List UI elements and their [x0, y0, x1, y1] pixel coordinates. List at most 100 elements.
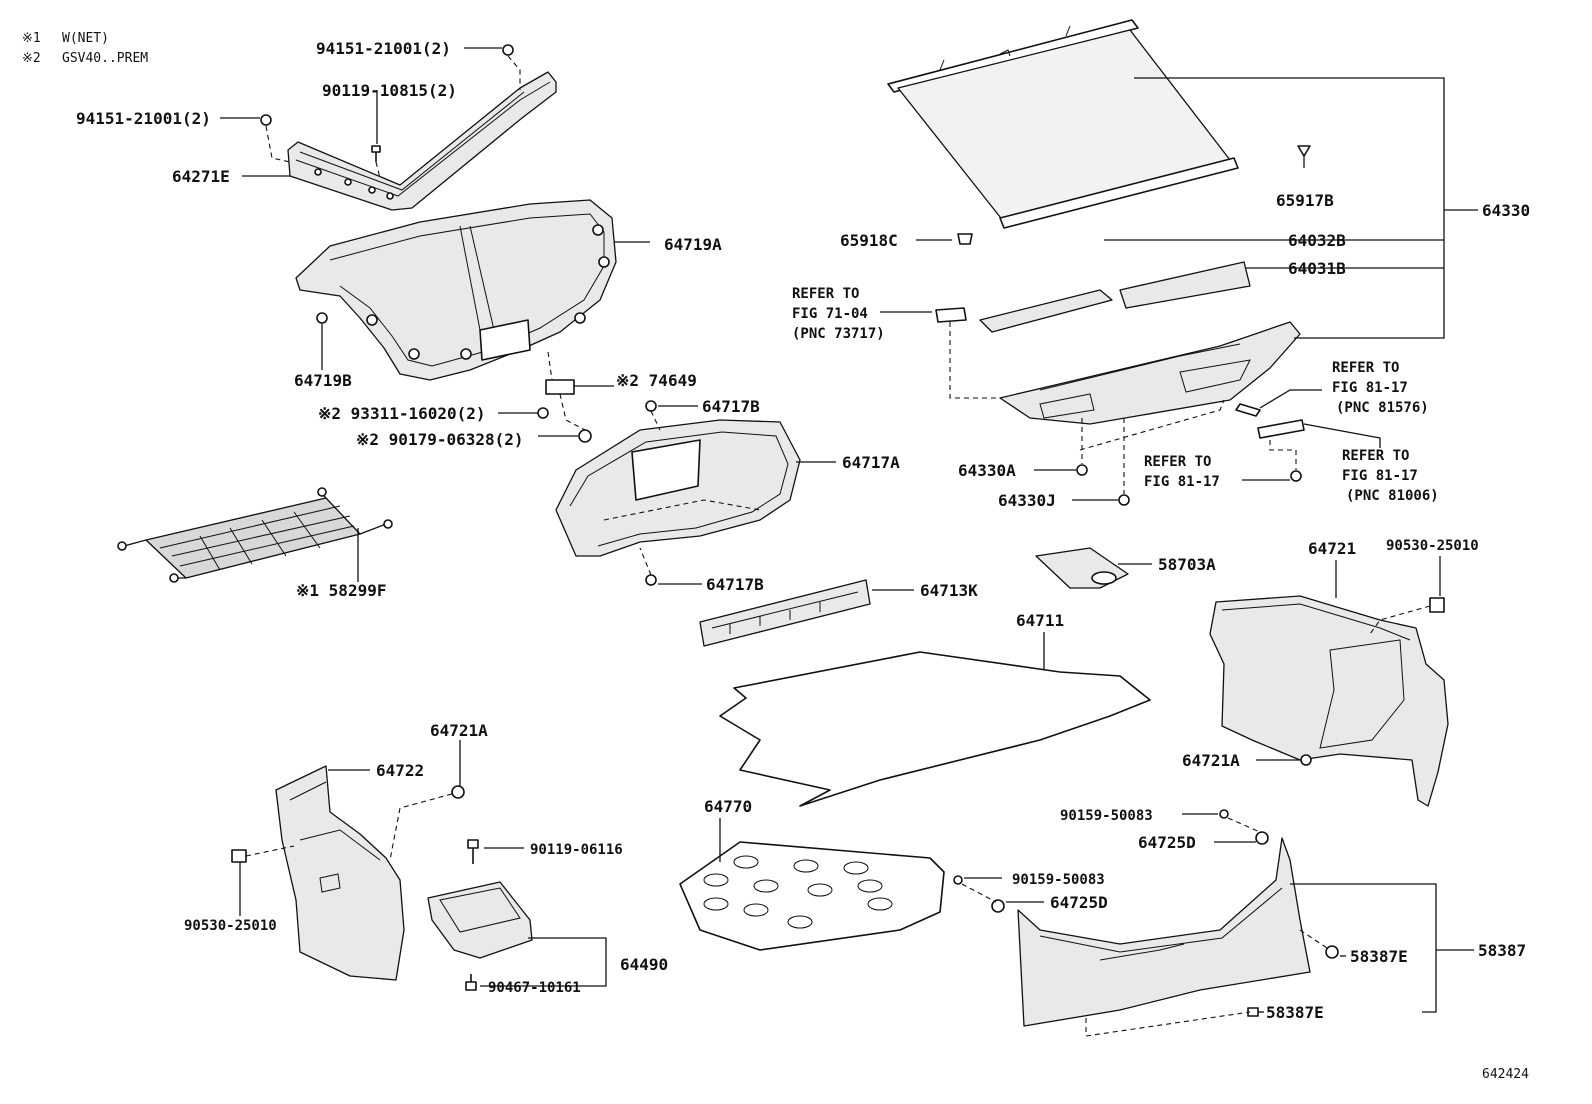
- label-64032b: 64032B: [1288, 231, 1346, 250]
- label-90119-10815: 90119-10815(2): [322, 81, 457, 100]
- note-1-text: W(NET): [62, 31, 109, 46]
- clip-icon: [645, 574, 657, 586]
- refer-note-4-line-1: REFER TO: [1342, 448, 1409, 464]
- label-64031b: 64031B: [1288, 259, 1346, 278]
- refer-note-2: REFER TO FIG 81-17 (PNC 81576): [1332, 360, 1429, 416]
- label-64713k: 64713K: [920, 581, 978, 600]
- refer-note-1-line-1: REFER TO: [792, 286, 859, 302]
- label-64330j: 64330J: [998, 491, 1056, 510]
- label-64725d-bottom: 64725D: [1050, 893, 1108, 912]
- label-64725d-top: 64725D: [1138, 833, 1196, 852]
- label-58299f: ※1 58299F: [296, 581, 386, 600]
- label-74649: ※2 74649: [616, 371, 697, 390]
- nut-icon: [1118, 494, 1130, 506]
- label-64330: 64330: [1482, 201, 1530, 220]
- part-tray-trim: [555, 400, 801, 586]
- label-64330a: 64330A: [958, 461, 1016, 480]
- label-64719a: 64719A: [664, 235, 722, 254]
- bolt-icon: [465, 974, 477, 991]
- clip-icon: [231, 849, 247, 863]
- label-58387e-bottom: 58387E: [1266, 1003, 1324, 1022]
- refer-note-2-line-2: FIG 81-17: [1332, 380, 1408, 396]
- label-94151-21001-top: 94151-21001(2): [316, 39, 451, 58]
- label-64722: 64722: [376, 761, 424, 780]
- part-floor-mat: [719, 651, 1151, 807]
- part-rear-panel: [699, 579, 871, 647]
- label-64721a-left: 64721A: [430, 721, 488, 740]
- note-1-mark: ※1: [22, 31, 41, 46]
- label-90159-50083-bottom: 90159-50083: [1012, 872, 1105, 888]
- part-sill-trim: [953, 809, 1339, 1037]
- clip-icon: [1255, 831, 1269, 845]
- label-90179-06328: ※2 90179-06328(2): [356, 430, 524, 449]
- label-64719b: 64719B: [294, 371, 352, 390]
- clip-icon: [1247, 1007, 1259, 1017]
- clip-icon: [1429, 597, 1445, 613]
- clip-icon: [1219, 809, 1229, 819]
- refer-note-3: REFER TO FIG 81-17: [1144, 454, 1220, 490]
- figure-number: 642424: [1482, 1067, 1529, 1082]
- refer-note-2-line-1: REFER TO: [1332, 360, 1399, 376]
- clip-icon: [1297, 145, 1311, 157]
- label-64721a-right: 64721A: [1182, 751, 1240, 770]
- part-tray-box: [427, 839, 533, 991]
- label-64490: 64490: [620, 955, 668, 974]
- part-hinge-strip: [260, 44, 557, 211]
- label-64721: 64721: [1308, 539, 1356, 558]
- refer-note-3-line-1: REFER TO: [1144, 454, 1211, 470]
- part-74649-icon: [545, 379, 575, 395]
- clip-icon: [451, 785, 465, 799]
- label-90119-06116: 90119-06116: [530, 842, 623, 858]
- part-tonneau-cover: [887, 19, 1311, 506]
- note-2-mark: ※2: [22, 51, 41, 66]
- label-64717b-bottom: 64717B: [706, 575, 764, 594]
- refer-note-1-line-2: FIG 71-04: [792, 306, 868, 322]
- notes-legend: ※1 W(NET) ※2 GSV40..PREM: [22, 31, 148, 66]
- refer-note-2-line-3: (PNC 81576): [1336, 400, 1429, 416]
- label-64271e: 64271E: [172, 167, 230, 186]
- label-64717b-top: 64717B: [702, 397, 760, 416]
- clip-icon: [645, 400, 657, 412]
- part-cargo-net: [117, 487, 393, 583]
- nut-icon: [578, 429, 592, 443]
- label-65918c: 65918C: [840, 231, 898, 250]
- label-94151-21001-left: 94151-21001(2): [76, 109, 211, 128]
- clip-icon: [957, 233, 973, 245]
- label-65917b: 65917B: [1276, 191, 1334, 210]
- clip-icon: [1325, 945, 1339, 959]
- clip-icon: [991, 899, 1005, 913]
- label-58387e-top: 58387E: [1350, 947, 1408, 966]
- clip-icon: [1300, 754, 1312, 766]
- label-90530-25010-right: 90530-25010: [1386, 538, 1479, 554]
- clip-icon: [1235, 403, 1261, 417]
- refer-part-icon: [935, 307, 967, 323]
- label-58387: 58387: [1478, 941, 1526, 960]
- refer-note-1-line-3: (PNC 73717): [792, 326, 885, 342]
- label-90159-50083-top: 90159-50083: [1060, 808, 1153, 824]
- label-90530-25010-left: 90530-25010: [184, 918, 277, 934]
- refer-note-4: REFER TO FIG 81-17 (PNC 81006): [1342, 448, 1439, 504]
- screw-icon: [467, 839, 479, 864]
- clip-icon: [316, 312, 328, 324]
- part-lid-trim: [295, 199, 617, 443]
- label-64717a: 64717A: [842, 453, 900, 472]
- clip-icon: [953, 875, 963, 885]
- clip-icon: [1076, 464, 1088, 476]
- label-64770: 64770: [704, 797, 752, 816]
- refer-note-1: REFER TO FIG 71-04 (PNC 73717): [792, 286, 885, 342]
- refer-note-4-line-2: FIG 81-17: [1342, 468, 1418, 484]
- clip-icon: [1290, 470, 1302, 482]
- screw-icon: [537, 407, 549, 419]
- label-64711: 64711: [1016, 611, 1064, 630]
- part-right-side-trim: [1209, 595, 1449, 807]
- refer-note-3-line-2: FIG 81-17: [1144, 474, 1220, 490]
- part-left-side-trim: [231, 765, 465, 981]
- label-90467-10161: 90467-10161: [488, 980, 581, 996]
- label-93311-16020: ※2 93311-16020(2): [318, 404, 486, 423]
- note-2-text: GSV40..PREM: [62, 51, 148, 66]
- clip-icon: [502, 44, 514, 56]
- part-58703a: [1035, 547, 1129, 589]
- refer-note-4-line-3: (PNC 81006): [1346, 488, 1439, 504]
